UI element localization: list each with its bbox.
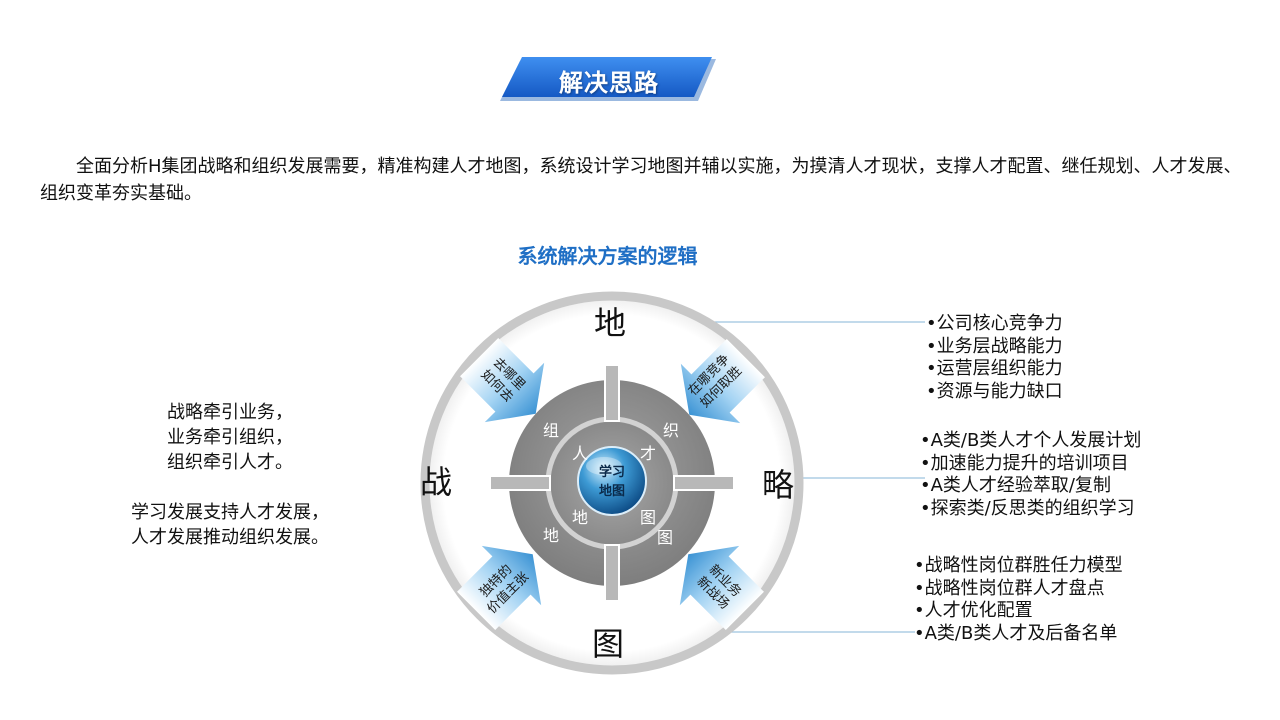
- intro-paragraph: 全面分析H集团战略和组织发展需要，精准构建人才地图，系统设计学习地图并辅以实施，…: [40, 156, 1242, 204]
- page-title: 解决思路: [559, 69, 659, 97]
- list-item: •A类人才经验萃取/复制: [920, 475, 1111, 496]
- summary-line: 组织牵引人才。: [167, 452, 293, 473]
- crosshair-left: [489, 475, 551, 491]
- outer-char-bottom: 图: [592, 625, 624, 663]
- outer-char-top: 地: [594, 304, 626, 342]
- list-middle: •A类/B类人才个人发展计划 •加速能力提升的培训项目 •A类人才经验萃取/复制…: [920, 430, 1141, 520]
- inner-char: 地: [572, 508, 588, 527]
- arrow-top-left: [460, 338, 545, 423]
- center-label: 学习: [599, 464, 625, 480]
- outer-char-right: 略: [762, 466, 794, 504]
- list-item: •公司核心竞争力: [926, 313, 1063, 334]
- inner-char: 图: [640, 508, 656, 527]
- list-item: •战略性岗位群胜任力模型: [914, 555, 1123, 576]
- list-item: •探索类/反思类的组织学习: [920, 497, 1135, 519]
- list-top: •公司核心竞争力 •业务层战略能力 •运营层组织能力 •资源与能力缺口: [926, 313, 1063, 403]
- list-item: •战略性岗位群人才盘点: [914, 577, 1105, 599]
- banner-shape: [500, 57, 716, 101]
- left-summary: 战略牵引业务， 业务牵引组织， 组织牵引人才。 学习发展支持人才发展， 人才发展…: [70, 400, 390, 550]
- summary-line: 业务牵引组织，: [167, 427, 293, 448]
- arrow-bottom-right: [679, 545, 764, 630]
- arrow-top-right: [680, 339, 765, 424]
- list-item: •A类/B类人才个人发展计划: [920, 430, 1142, 451]
- list-item: •运营层组织能力: [926, 358, 1063, 379]
- ring-char: 组: [543, 421, 559, 440]
- diagram-title: 系统解决方案的逻辑: [517, 244, 698, 268]
- summary-line: 人才发展推动组织发展。: [131, 527, 329, 548]
- ring-char: 织: [663, 421, 679, 440]
- crosshair-top: [604, 364, 620, 422]
- center-ball-highlight: [586, 457, 622, 475]
- center-label: 地图: [599, 483, 625, 499]
- list-item: •人才优化配置: [914, 600, 1033, 621]
- summary-line: 学习发展支持人才发展，: [131, 502, 329, 523]
- ring-char: 地: [543, 526, 559, 545]
- arrow-bottom-left: [457, 545, 542, 630]
- list-bottom: •战略性岗位群胜任力模型 •战略性岗位群人才盘点 •人才优化配置 •A类/B类人…: [914, 555, 1123, 645]
- inner-char: 才: [640, 444, 656, 463]
- list-item: •业务层战略能力: [926, 335, 1063, 357]
- inner-char: 人: [572, 444, 588, 463]
- list-item: •A类/B类人才及后备名单: [914, 622, 1118, 644]
- summary-line: 战略牵引业务，: [167, 402, 293, 423]
- list-item: •资源与能力缺口: [926, 380, 1063, 402]
- ring-char: 图: [657, 528, 673, 547]
- center-ball: [577, 446, 647, 516]
- crosshair-right: [673, 475, 735, 491]
- title-banner: 解决思路: [498, 55, 720, 107]
- crosshair-bottom: [604, 544, 620, 602]
- list-item: •加速能力提升的培训项目: [920, 452, 1129, 474]
- outer-char-left: 战: [420, 463, 452, 501]
